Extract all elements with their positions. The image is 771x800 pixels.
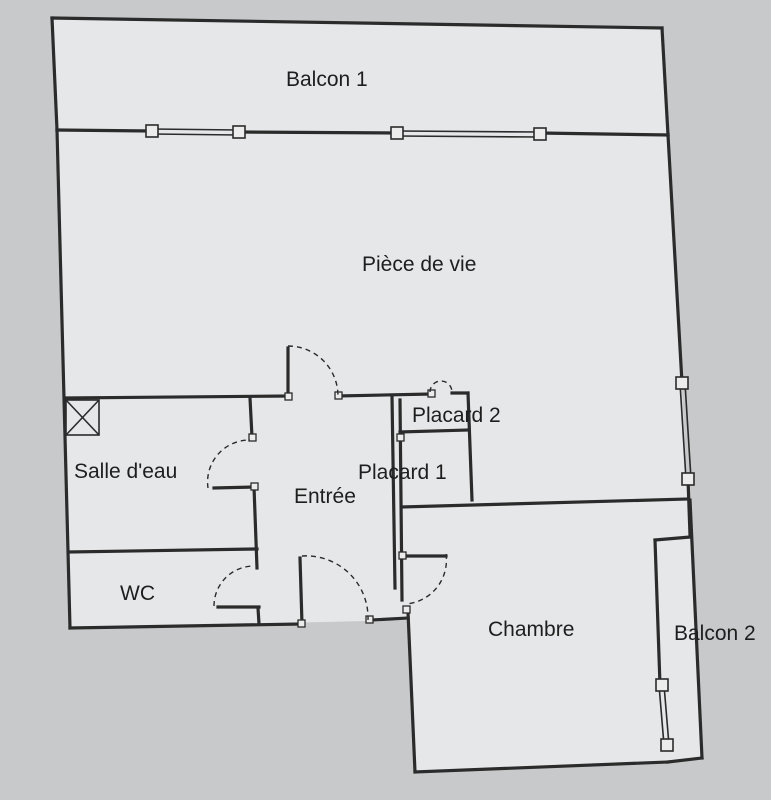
room-label-chambre: Chambre bbox=[488, 618, 574, 641]
room-label-salle-deau: Salle d'eau bbox=[74, 460, 177, 483]
door-swings bbox=[206, 345, 453, 621]
bathroom-walls bbox=[64, 346, 306, 628]
room-label-balcon1: Balcon 1 bbox=[286, 68, 368, 91]
room-label-piece-de-vie: Pièce de vie bbox=[362, 253, 476, 276]
outer-walls bbox=[50, 16, 704, 774]
room-label-balcon2: Balcon 2 bbox=[674, 622, 756, 645]
room-label-placard1: Placard 1 bbox=[358, 461, 447, 484]
right-window bbox=[675, 376, 695, 486]
entrance-closet-walls bbox=[334, 389, 690, 774]
room-label-wc: WC bbox=[120, 582, 155, 605]
room-label-placard2: Placard 2 bbox=[412, 404, 501, 427]
balcony1-window-wall bbox=[55, 124, 670, 141]
ventilation-shaft-icon bbox=[65, 399, 100, 436]
balcony2-walls bbox=[653, 535, 692, 752]
room-label-entree: Entrée bbox=[294, 485, 356, 508]
